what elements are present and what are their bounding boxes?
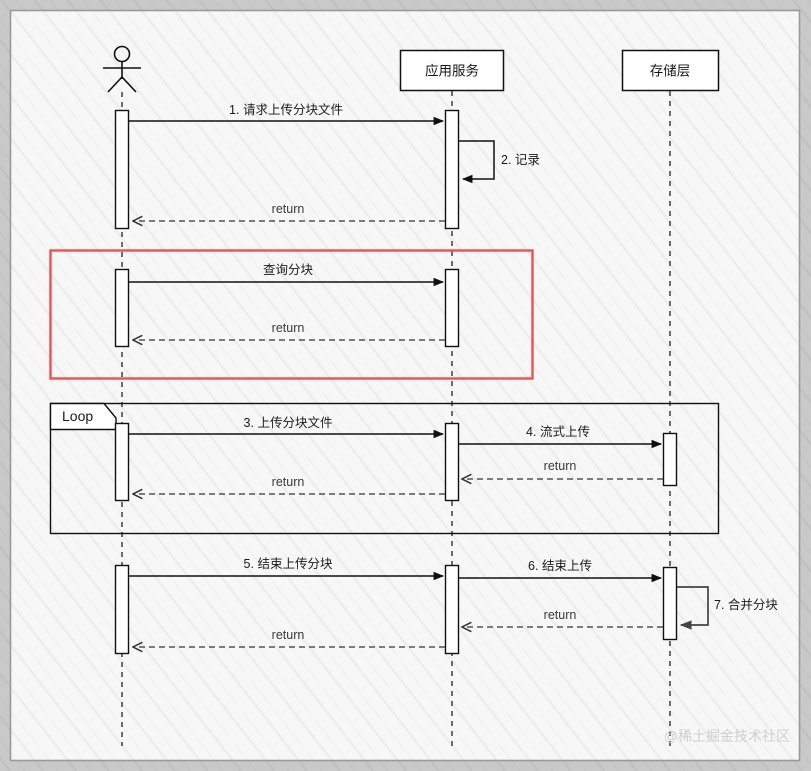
participant-app-label: 应用服务 [425,63,479,79]
actor-leg-right-icon [121,76,137,93]
message-1[interactable]: 1. 请求上传分块文件 [129,102,445,126]
activation-storage-1 [662,432,678,487]
message-query-chunks[interactable]: 查询分块 [129,263,445,287]
message-return-3-label: return [544,459,577,473]
activation-app-3 [444,422,460,502]
loop-fragment: Loop [49,402,720,535]
participant-storage-label: 存储层 [650,64,691,79]
message-6[interactable]: 6. 结束上传 [459,558,663,583]
loop-fragment-label: Loop [62,408,93,424]
message-3[interactable]: 3. 上传分块文件 [129,415,445,439]
message-5[interactable]: 5. 结束上传分块 [129,556,445,581]
participant-storage-box [621,49,720,92]
participant-storage[interactable]: 存储层 [621,49,720,92]
message-query-chunks-label: 查询分块 [263,263,314,277]
activation-actor-4 [114,564,130,655]
message-2-line [459,140,495,184]
activation-actor-3 [114,422,130,502]
activation-actor-2 [114,268,130,348]
message-return-2[interactable]: return [133,321,445,340]
message-return-3[interactable]: return [462,459,663,479]
actor-head-icon [113,45,131,63]
message-6-label: 6. 结束上传 [528,558,592,573]
message-1-label: 1. 请求上传分块文件 [229,102,343,117]
message-return-6-label: return [272,628,305,642]
message-return-6[interactable]: return [133,628,445,647]
message-return-4[interactable]: return [133,475,445,494]
message-7-self[interactable]: 7. 合并分块 [677,586,778,630]
message-return-5[interactable]: return [462,608,663,627]
message-return-2-label: return [272,321,305,335]
activation-app-2 [444,268,460,348]
actor-leg-left-icon [107,76,123,93]
message-2-label: 2. 记录 [501,153,540,167]
highlight-box [49,249,534,380]
participant-app[interactable]: 应用服务 [399,49,505,92]
message-4-label: 4. 流式上传 [526,424,590,439]
activation-app-1 [444,109,460,230]
participant-actor[interactable] [103,45,141,93]
activation-actor-1 [114,109,130,230]
loop-fragment-box [49,402,720,535]
message-3-label: 3. 上传分块文件 [244,415,333,430]
message-4[interactable]: 4. 流式上传 [459,424,663,449]
message-2-self[interactable]: 2. 记录 [459,140,540,184]
message-return-5-label: return [544,608,577,622]
watermark-label: @稀土掘金技术社区 [664,728,790,744]
message-return-1[interactable]: return [133,202,445,221]
message-return-1-label: return [272,202,305,216]
activation-storage-2 [662,566,678,641]
participant-app-box [399,49,505,92]
message-7-line [677,586,709,630]
activation-app-4 [444,564,460,655]
message-5-label: 5. 结束上传分块 [244,556,333,571]
activation-bars [114,109,678,655]
message-7-label: 7. 合并分块 [714,597,778,612]
message-return-4-label: return [272,475,305,489]
